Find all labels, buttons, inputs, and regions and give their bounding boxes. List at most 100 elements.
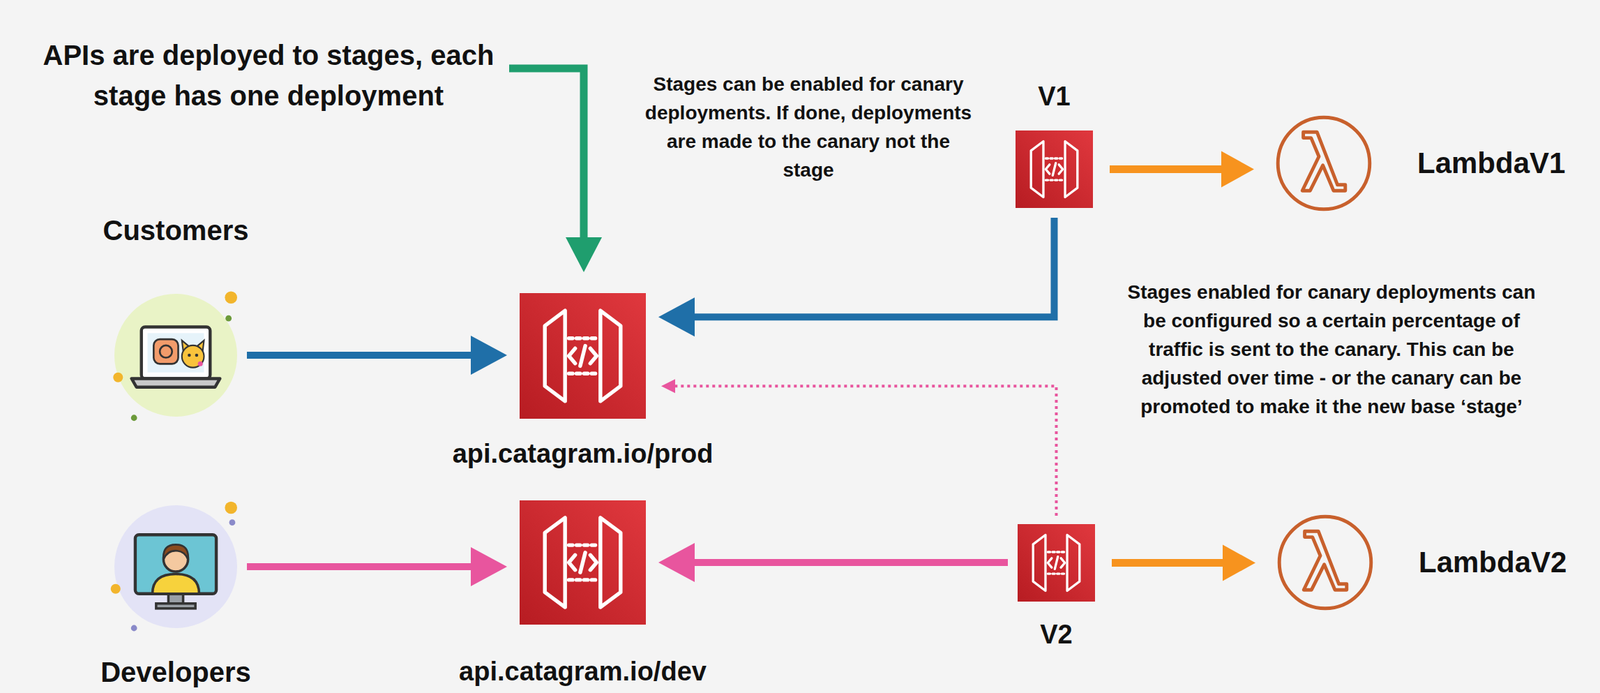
connector-line — [670, 385, 1057, 516]
leader-arrow — [509, 68, 584, 241]
customer-symbol — [114, 293, 238, 417]
gateway-door — [1067, 534, 1080, 591]
gateway-dash — [1045, 156, 1063, 160]
gateway-tile — [1015, 130, 1093, 208]
arrowhead — [470, 335, 508, 375]
api-gateway-version: V2 — [1017, 523, 1096, 602]
decor-dot — [112, 372, 123, 383]
node-label: Developers — [100, 655, 252, 688]
api-gateway-version: V1 — [1015, 130, 1093, 208]
code-symbol — [1060, 557, 1066, 568]
note-text: Stages enabled for canary deployments ca… — [1115, 277, 1548, 421]
person-hair — [163, 544, 188, 559]
api-stage: api.catagram.io/prod — [519, 292, 646, 419]
code-symbol — [580, 552, 586, 572]
connector-arrow — [1111, 544, 1256, 581]
node-label: Customers — [103, 214, 249, 247]
gateway-door — [1032, 534, 1046, 591]
lambda-symbol — [1274, 114, 1373, 213]
connector-arrow — [246, 335, 508, 375]
node-label: V1 — [1037, 81, 1070, 113]
decor-dot — [131, 414, 138, 421]
connector-line — [246, 562, 482, 570]
cat-eye — [187, 353, 192, 358]
connector-line — [1109, 165, 1232, 173]
code-symbol — [580, 345, 586, 367]
decor-dot — [225, 315, 232, 322]
node-label: V2 — [1039, 619, 1073, 651]
cat-eye — [195, 353, 199, 358]
api-stage: api.catagram.io/dev — [519, 500, 646, 625]
gateway-dash — [569, 542, 598, 547]
connector-line — [246, 351, 482, 359]
lambda-symbol — [1302, 131, 1346, 191]
monitor-screen — [135, 534, 217, 593]
arrowhead — [1221, 151, 1255, 188]
lambda-function: LambdaV2 — [1276, 513, 1375, 611]
gateway-dash — [569, 336, 598, 340]
connector-arrow — [658, 217, 1055, 337]
cat-face — [182, 345, 205, 368]
code-symbol — [1052, 163, 1056, 176]
node-label: LambdaV2 — [1418, 545, 1567, 579]
gateway-symbol — [519, 292, 646, 419]
developer-icon: Developers — [114, 504, 238, 628]
gateway-tile — [1017, 523, 1096, 602]
app-icon-lens — [159, 345, 173, 358]
connector-line — [1111, 558, 1233, 567]
lambda-ring — [1279, 516, 1372, 609]
code-symbol — [569, 348, 576, 364]
decor-dot — [110, 583, 121, 594]
code-symbol — [590, 554, 597, 570]
developer-symbol — [114, 504, 238, 628]
gateway-door — [544, 517, 565, 607]
gateway-symbol — [1017, 523, 1096, 602]
connector-arrow — [661, 378, 1057, 516]
gateway-door — [544, 310, 565, 402]
connector-arrow — [246, 546, 508, 586]
icon-ground — [114, 504, 238, 628]
gateway-dash — [1047, 550, 1065, 553]
arrowhead — [658, 542, 695, 582]
gateway-dash — [569, 371, 598, 376]
lambda-symbol — [1303, 530, 1347, 590]
icon-ground — [114, 293, 238, 417]
customer-icon: Customers — [114, 293, 238, 417]
code-symbol — [1047, 557, 1052, 568]
arrowhead — [658, 297, 695, 337]
node-label: api.catagram.io/dev — [458, 656, 707, 688]
laptop-display — [147, 332, 205, 372]
gateway-tile — [519, 292, 646, 419]
gateway-dash — [1047, 571, 1065, 575]
decor-dot — [131, 624, 138, 632]
leader-arrowhead — [565, 237, 602, 273]
gateway-dash — [569, 577, 598, 581]
decor-dot — [229, 518, 236, 526]
node-label: LambdaV1 — [1417, 146, 1566, 180]
gateway-symbol — [519, 500, 646, 625]
connector-line — [683, 217, 1054, 317]
gateway-door — [1030, 141, 1044, 198]
code-symbol — [1054, 556, 1058, 570]
monitor-foot — [156, 603, 196, 609]
connector-line — [683, 558, 1008, 566]
laptop-screen — [141, 327, 211, 379]
gateway-door — [600, 310, 621, 402]
code-symbol — [590, 348, 597, 364]
person-body — [152, 574, 200, 594]
gateway-symbol — [1015, 130, 1093, 208]
laptop-base — [131, 378, 221, 387]
cat-heart — [198, 361, 203, 367]
arrowhead — [1222, 544, 1256, 581]
gateway-door — [600, 517, 621, 607]
code-symbol — [1058, 164, 1063, 174]
code-symbol — [569, 554, 576, 570]
decor-dot — [224, 290, 238, 304]
lambda-symbol — [1276, 513, 1375, 611]
note-text: APIs are deployed to stages, each stage … — [20, 34, 517, 116]
gateway-tile — [519, 500, 646, 625]
gateway-dash — [1045, 178, 1063, 181]
code-symbol — [1045, 164, 1050, 174]
app-icon — [153, 338, 178, 364]
